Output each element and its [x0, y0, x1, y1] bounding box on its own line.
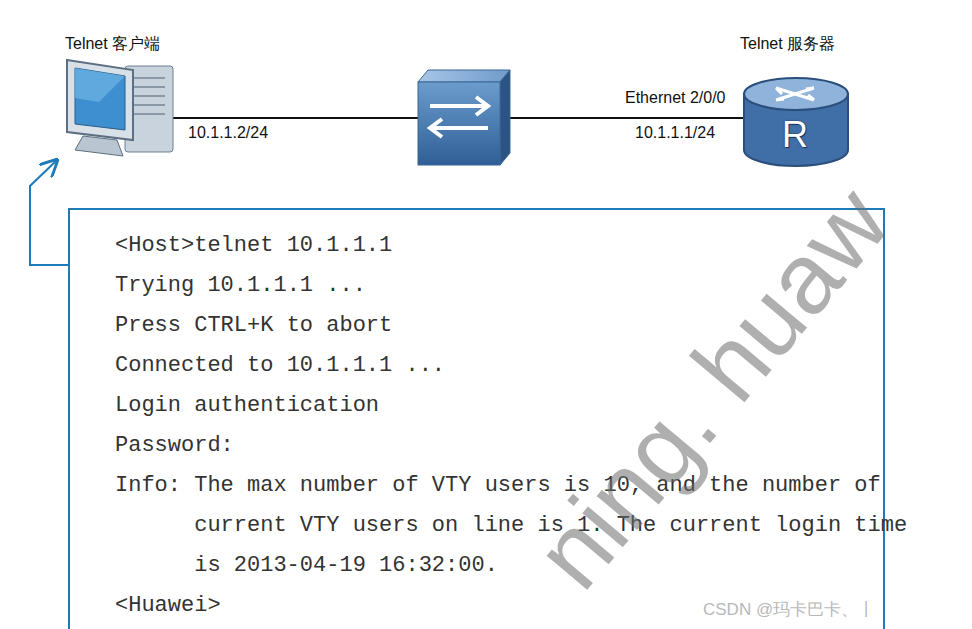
- ethernet-cable: [172, 117, 418, 119]
- switch-icon: [418, 70, 510, 165]
- terminal-line: Password:: [115, 426, 883, 466]
- terminal-box: <Host>telnet 10.1.1.1Trying 10.1.1.1 ...…: [68, 208, 885, 629]
- device-label: Telnet 客户端: [65, 34, 160, 55]
- ip-address: 10.1.1.2/24: [186, 124, 270, 142]
- terminal-line: <Host>telnet 10.1.1.1: [115, 226, 883, 266]
- terminal-line: Press CTRL+K to abort: [115, 306, 883, 346]
- terminal-line: Info: The max number of VTY users is 10,…: [115, 466, 934, 586]
- ip-address: 10.1.1.1/24: [633, 124, 717, 142]
- terminal-line: Login authentication: [115, 386, 883, 426]
- client-pc: Telnet 客户端: [55, 32, 185, 170]
- server-router: Telnet 服务器 R: [728, 32, 868, 170]
- source-credit: CSDN @玛卡巴卡、丨: [703, 598, 875, 621]
- terminal-line: Trying 10.1.1.1 ...: [115, 266, 883, 306]
- terminal-line: Connected to 10.1.1.1 ...: [115, 346, 883, 386]
- pc-icon: [55, 32, 185, 170]
- ethernet-cable: [505, 117, 750, 119]
- router-letter: R: [782, 114, 808, 156]
- callout-connector: [30, 160, 68, 265]
- interface-name: Ethernet 2/0/0: [623, 89, 728, 107]
- device-label: Telnet 服务器: [740, 34, 835, 55]
